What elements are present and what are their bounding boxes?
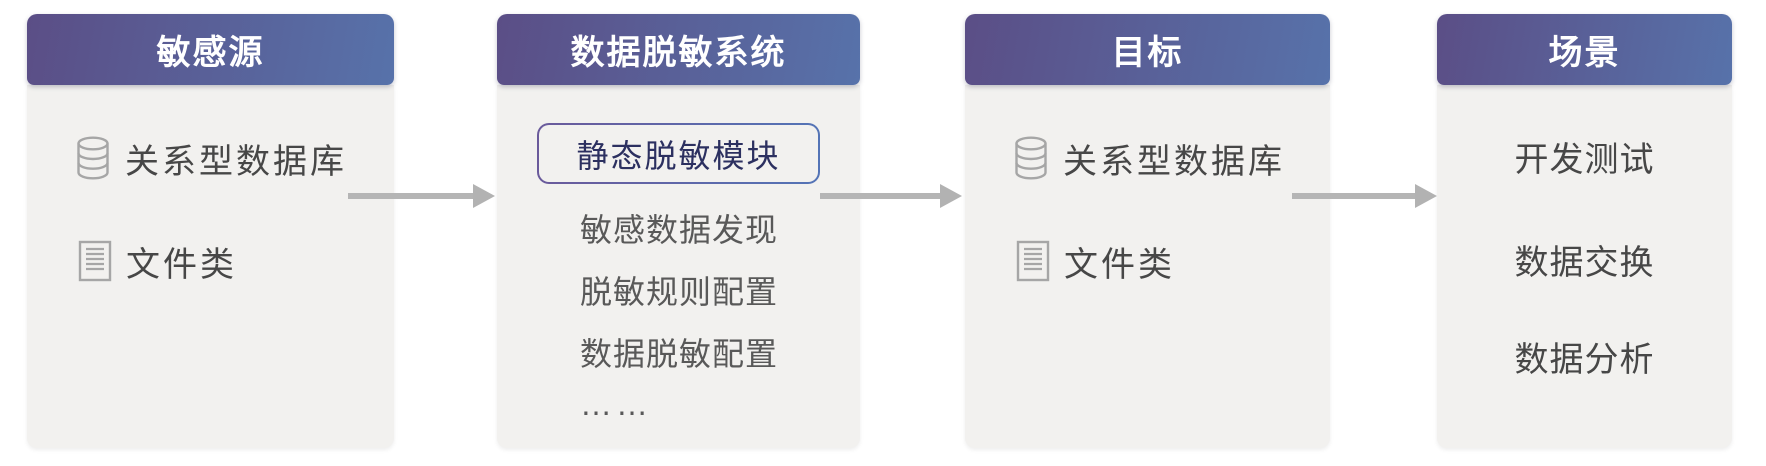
column-title: 数据脱敏系统 — [570, 34, 787, 72]
list-item: 文件类 — [1016, 238, 1175, 284]
column-scenario-header: 场景 — [1437, 14, 1732, 85]
flow-arrow-head — [1415, 184, 1437, 208]
flow-arrow-head — [940, 184, 962, 208]
document-icon — [1016, 240, 1050, 282]
list-item: 开发测试 — [1514, 141, 1655, 179]
column-target-body: 关系型数据库 文件类 — [965, 85, 1330, 448]
list-item: 关系型数据库 — [75, 135, 347, 181]
list-item: 数据分析 — [1514, 341, 1655, 379]
column-sensitive-source-body: 关系型数据库 文件类 — [27, 85, 394, 448]
column-masking-system-header: 数据脱敏系统 — [497, 14, 860, 85]
column-sensitive-source-header: 敏感源 — [27, 14, 394, 85]
column-masking-system-body: 静态脱敏模块 敏感数据发现 脱敏规则配置 数据脱敏配置 …… — [497, 85, 860, 448]
ellipsis-label: …… — [580, 386, 652, 422]
list-item: 数据脱敏配置 — [580, 336, 779, 372]
flow-arrow-line — [820, 193, 940, 199]
list-item: 敏感数据发现 — [580, 212, 779, 248]
column-title: 场景 — [1548, 34, 1621, 72]
column-title: 目标 — [1111, 34, 1184, 72]
column-scenario-body: 开发测试 数据交换 数据分析 — [1437, 85, 1732, 448]
flow-arrow-line — [1292, 193, 1415, 199]
list-item-label: 文件类 — [126, 245, 237, 284]
list-item-label: 关系型数据库 — [125, 142, 347, 181]
static-masking-module-box: 静态脱敏模块 — [537, 123, 820, 184]
database-icon — [75, 136, 111, 180]
column-scenario: 场景 开发测试 数据交换 数据分析 — [1437, 14, 1732, 448]
column-target: 目标 关系型数据库 — [965, 14, 1330, 448]
list-item: 文件类 — [78, 238, 237, 284]
flow-arrow-head — [473, 184, 495, 208]
document-icon — [78, 240, 112, 282]
column-sensitive-source: 敏感源 关系型数据库 — [27, 14, 394, 448]
list-item: …… — [580, 386, 652, 434]
column-masking-system: 数据脱敏系统 静态脱敏模块 敏感数据发现 脱敏规则配置 数据脱敏配置 …… — [497, 14, 860, 448]
list-item-label: 文件类 — [1064, 245, 1175, 284]
list-item: 脱敏规则配置 — [580, 274, 779, 310]
database-icon — [1013, 136, 1049, 180]
list-item-label: 关系型数据库 — [1063, 142, 1285, 181]
column-target-header: 目标 — [965, 14, 1330, 85]
list-item: 关系型数据库 — [1013, 135, 1285, 181]
column-title: 敏感源 — [156, 34, 265, 72]
static-masking-module-label: 静态脱敏模块 — [539, 125, 818, 182]
list-item: 数据交换 — [1514, 244, 1655, 282]
flow-arrow-line — [348, 193, 473, 199]
